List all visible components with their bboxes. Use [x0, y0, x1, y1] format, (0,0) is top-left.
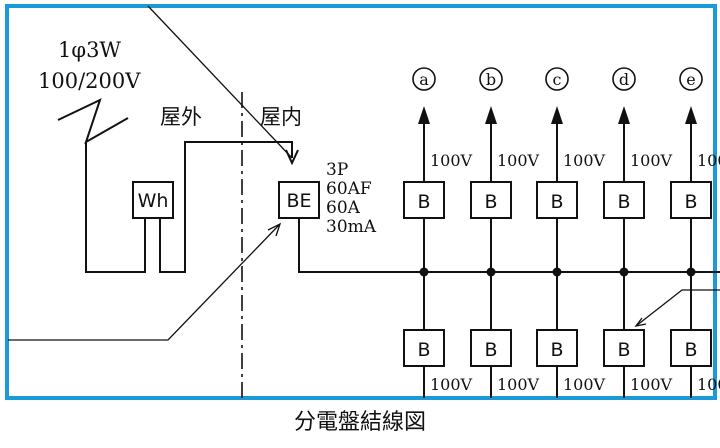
watt-hour-meter-label: Wh: [138, 190, 169, 212]
branch-voltage-upper: 100V: [630, 151, 673, 170]
circuit-marker-circle: [679, 67, 703, 91]
leader-arrowhead-lower-d: [634, 317, 647, 327]
branch-breaker-lower-box: [470, 329, 512, 367]
bus-junction-dot: [552, 267, 562, 277]
branch-breaker-lower-box: [670, 329, 712, 367]
branch-voltage-upper: 100V: [497, 151, 540, 170]
leader-lines: [8, 5, 720, 341]
branch-breaker-upper-label: B: [684, 191, 697, 213]
indoor-label: 屋内: [260, 105, 302, 129]
branch-output-arrow: [685, 106, 697, 124]
branch-voltage-lower: 100V: [563, 375, 606, 394]
circuit-marker-circle: [479, 67, 503, 91]
watt-hour-meter: Wh: [132, 181, 174, 219]
service-drop-zigzag: [57, 98, 129, 145]
main-breaker-spec-sensitivity: 30mA: [326, 217, 377, 237]
supply-phase-label: 1φ3W: [58, 38, 121, 62]
branch-voltage-upper: 100V: [697, 151, 720, 170]
bus-junction-dot: [686, 267, 696, 277]
branch-circuit-e: BB100V100Ve: [670, 67, 720, 398]
circuit-marker-c: c: [553, 70, 562, 89]
branch-breaker-upper-label: B: [550, 191, 563, 213]
branch-breaker-lower-box: [603, 329, 645, 367]
branch-breaker-lower-box: [403, 329, 445, 367]
leader-arrowhead-bottom: [267, 222, 282, 237]
circuit-marker-circle: [412, 67, 436, 91]
service-line-left: [85, 142, 146, 273]
branch-output-arrow: [418, 106, 430, 124]
branch-breaker-lower-box: [536, 329, 578, 367]
branch-breaker-lower-label: B: [484, 339, 497, 361]
branch-voltage-lower: 100V: [630, 375, 673, 394]
branch-breaker-upper-box: [470, 181, 512, 219]
branch-breaker-lower-label: B: [617, 339, 630, 361]
bus-junction-dot: [619, 267, 629, 277]
branch-breaker-upper-box: [603, 181, 645, 219]
branch-voltage-lower: 100V: [697, 375, 720, 394]
circuit-marker-e: e: [686, 70, 695, 89]
circuit-marker-d: d: [619, 70, 629, 89]
branch-voltage-lower: 100V: [430, 375, 473, 394]
meter-output-left: [159, 141, 293, 273]
branch-circuits: BB100V100VaBB100V100VbBB100V100VcBB100V1…: [403, 67, 720, 398]
branch-output-arrow: [485, 106, 497, 124]
wiring-lines: [57, 98, 720, 273]
diagram-caption: 分電盤結線図: [293, 410, 426, 435]
branch-breaker-upper-label: B: [417, 191, 430, 213]
circuit-marker-circle: [612, 67, 636, 91]
main-breaker-output: [298, 218, 720, 273]
watt-hour-meter-box: [132, 181, 174, 219]
supply-voltage-label: 100/200V: [38, 69, 141, 93]
branch-voltage-lower: 100V: [497, 375, 540, 394]
branch-breaker-upper-box: [670, 181, 712, 219]
branch-breaker-lower-label: B: [550, 339, 563, 361]
branch-breaker-upper-box: [536, 181, 578, 219]
main-breaker-label: BE: [286, 190, 311, 212]
circuit-marker-circle: [545, 67, 569, 91]
branch-breaker-lower-label: B: [684, 339, 697, 361]
bus-junction-dot: [486, 267, 496, 277]
main-breaker-box: [278, 181, 320, 219]
branch-breaker-upper-label: B: [484, 191, 497, 213]
branch-voltage-upper: 100V: [430, 151, 473, 170]
branch-breaker-lower-label: B: [417, 339, 430, 361]
main-breaker-spec-rating: 60A: [326, 198, 361, 218]
main-breaker-spec-frame: 60AF: [326, 179, 372, 199]
branch-voltage-upper: 100V: [563, 151, 606, 170]
diagram-frame: [5, 4, 717, 400]
circuit-marker-a: a: [419, 70, 429, 89]
branch-breaker-upper-label: B: [617, 191, 630, 213]
main-breaker-spec-poles: 3P: [326, 160, 348, 180]
bus-junction-dot: [419, 267, 429, 277]
leader-to-lower-breaker-d: [635, 289, 720, 327]
leader-to-main-breaker-top: [147, 5, 293, 159]
main-breaker: BE: [278, 181, 320, 219]
branch-breaker-upper-box: [403, 181, 445, 219]
outdoor-label: 屋外: [160, 105, 202, 129]
branch-output-arrow: [618, 106, 630, 124]
leader-to-main-breaker-bottom: [8, 223, 281, 341]
circuit-marker-b: b: [486, 70, 496, 89]
branch-output-arrow: [551, 106, 563, 124]
